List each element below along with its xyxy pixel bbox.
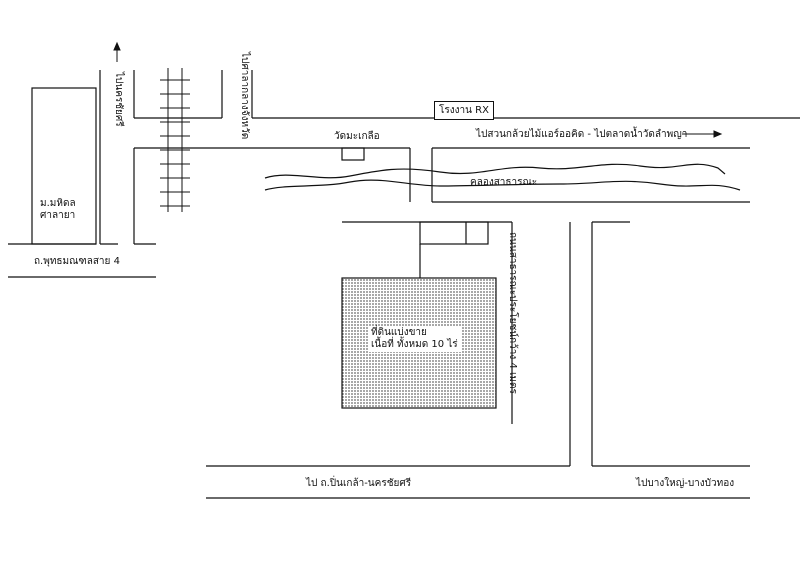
temple-building xyxy=(341,147,365,161)
railway-track-icon xyxy=(160,68,190,212)
arrow-right-icon xyxy=(682,130,723,138)
side-road-label: ถนนสาธารณะประโยชน์กว้าง 4 เมตร xyxy=(507,232,518,394)
to-pinklao-label: ไป ถ.ปิ่นเกล้า-นครชัยศรี xyxy=(306,478,412,489)
to-sala-klang-label: ไปศาลากลางจังหวัด xyxy=(239,52,250,140)
parcel-line-2: เนื้อที่ ทั้งหมด 10 ไร่ xyxy=(371,339,458,350)
building-a xyxy=(419,221,489,245)
canal-line-top xyxy=(264,163,726,179)
university-line-1: ม.มหิดล xyxy=(40,198,76,209)
university-label: ม.มหิดล ศาลายา xyxy=(40,198,76,222)
to-bang-yai-label: ไปบางใหญ่-บางบัวทอง xyxy=(636,478,735,489)
canal-label: คลองสาธารณะ xyxy=(470,177,538,188)
parcel-line-1: ที่ดินแบ่งขาย xyxy=(371,327,427,338)
road-buddhamonthon-label: ถ.พุทธมณฑลสาย 4 xyxy=(34,256,120,267)
university-line-2: ศาลายา xyxy=(40,210,76,221)
factory-label: โรงงาน RX xyxy=(434,101,494,120)
to-garden-label: ไปสวนกล้วยไม้แอร์ออคิด - ไปตลาดน้ำวัดลำพ… xyxy=(476,129,688,140)
parcel-label: ที่ดินแบ่งขาย เนื้อที่ ทั้งหมด 10 ไร่ xyxy=(368,326,461,352)
arrow-up-icon xyxy=(113,41,121,62)
canal-line-bottom xyxy=(264,179,741,191)
to-nakhon-chai-si-label: ไปนครชัยศรี xyxy=(113,72,124,127)
temple-label: วัดมะเกลือ xyxy=(334,131,380,142)
